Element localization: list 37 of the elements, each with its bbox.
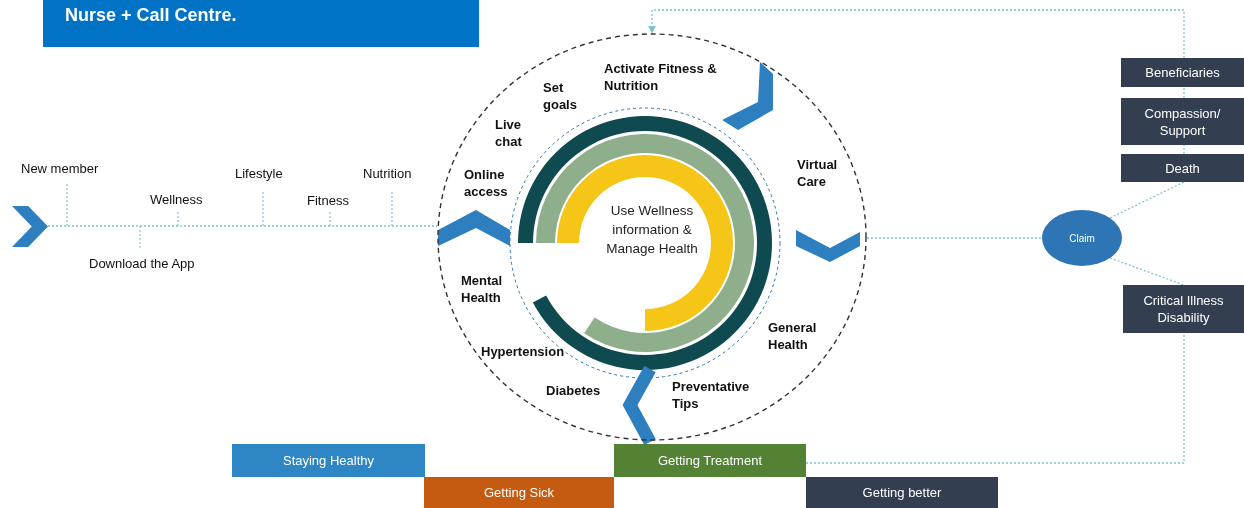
stage-bar: Getting better	[806, 477, 998, 508]
title-banner	[43, 0, 479, 47]
connector-line	[648, 9, 1185, 59]
label-text: Lifestyle	[235, 165, 284, 182]
label-text: Download the App	[89, 255, 196, 272]
stage-bar: Getting Sick	[424, 477, 614, 508]
category-box: Death	[1121, 154, 1244, 182]
label-text: Set goals	[543, 79, 578, 113]
center-text: Use Wellness information & Manage Health	[605, 201, 699, 258]
label-text: Online access	[464, 166, 509, 200]
claim-ellipse: Claim	[1042, 210, 1122, 266]
connector-line	[1109, 181, 1185, 219]
label-text: Live chat	[495, 116, 523, 150]
label-text: Wellness	[150, 191, 204, 208]
label-text: Hypertension	[481, 343, 566, 360]
category-box: Beneficiaries	[1121, 58, 1244, 87]
connector-line	[622, 365, 656, 446]
label-text: Preventative Tips	[672, 378, 751, 412]
label-text: New member	[21, 160, 100, 177]
label-text: Activate Fitness & Nutrition	[604, 60, 718, 94]
label-text: Diabetes	[546, 382, 602, 399]
label-text: Virtual Care	[797, 156, 839, 190]
connector-line	[47, 225, 438, 227]
category-box: Critical Illness Disability	[1123, 285, 1244, 333]
connector-line	[1109, 257, 1185, 286]
start-chevron	[12, 206, 48, 247]
label-text: Mental Health	[461, 272, 504, 306]
label-text: General Health	[768, 319, 818, 353]
connector-line	[866, 237, 1043, 239]
label-text: Nutrition	[363, 165, 413, 182]
label-text: Fitness	[307, 192, 350, 209]
stage-bar: Getting Treatment	[614, 444, 806, 477]
banner-text: Nurse + Call Centre.	[65, 5, 237, 26]
dashed-circle	[437, 33, 867, 441]
category-box: Compassion/ Support	[1121, 98, 1244, 145]
stage-bar: Staying Healthy	[232, 444, 425, 477]
connector-line	[1183, 86, 1185, 99]
